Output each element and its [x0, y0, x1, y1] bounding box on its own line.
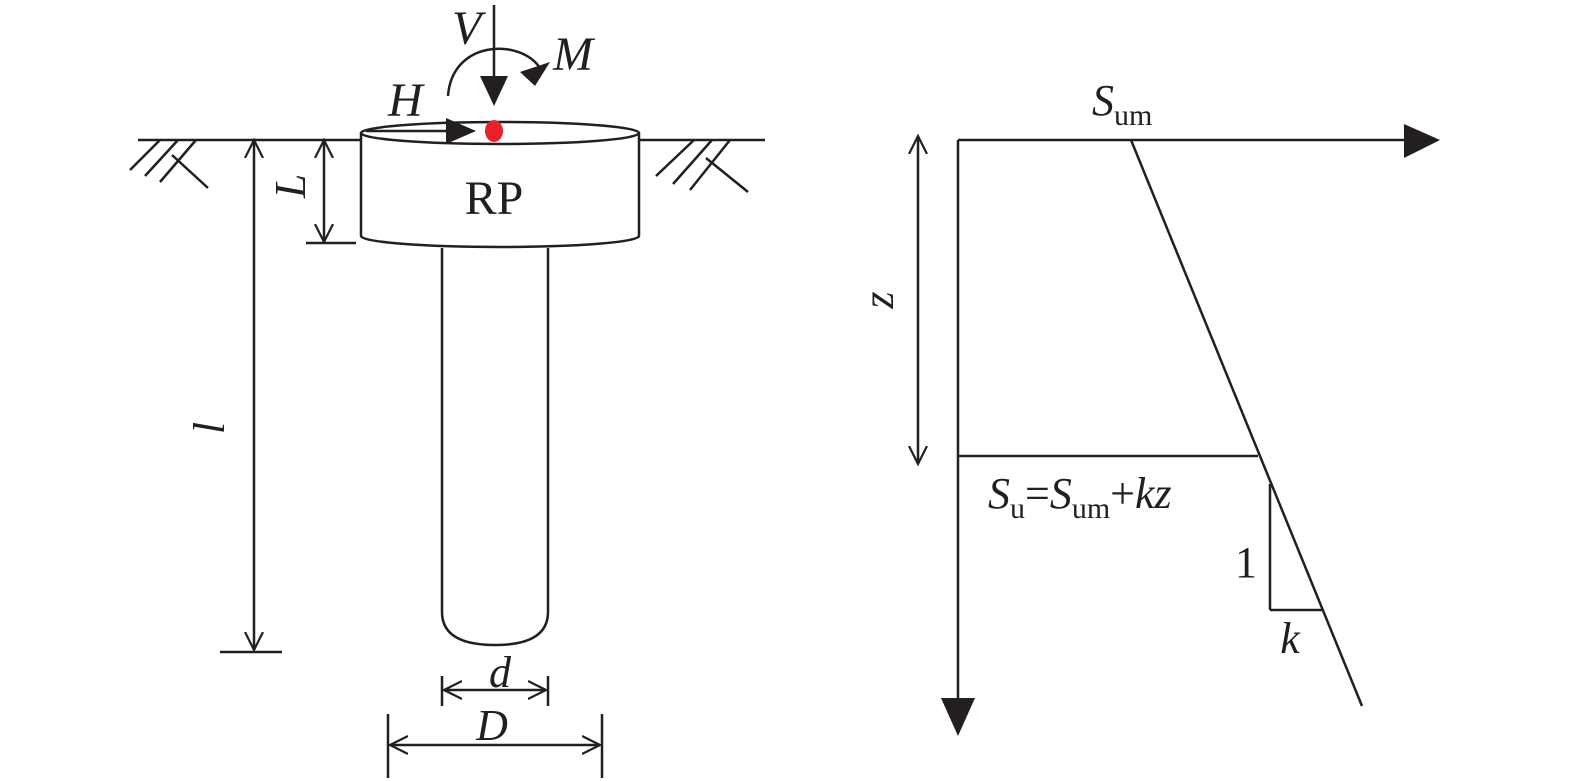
slope-rise-label: 1: [1235, 538, 1257, 587]
depth-dimension-label: z: [854, 291, 903, 309]
slope-triangle: [1268, 484, 1322, 612]
eq-equals: =: [1025, 469, 1050, 518]
pile-schematic: RP V M H L l d: [129, 2, 765, 778]
soil-hatch-right: [655, 139, 749, 193]
length-dimension-label: l: [185, 422, 234, 434]
load-point-marker: [485, 120, 503, 142]
eq-kz: kz: [1135, 469, 1172, 518]
pile-label: RP: [465, 172, 524, 225]
sum-label-sub: um: [1114, 99, 1152, 132]
pile-shaft: [440, 248, 550, 647]
sum-label: Sum: [1092, 76, 1152, 132]
sum-label-base: S: [1092, 76, 1114, 125]
strength-equation: Su=Sum+kz: [988, 469, 1172, 525]
pile-cap: [359, 120, 641, 249]
soil-hatch-left: [129, 139, 209, 189]
pile-diameter-dimension: d: [440, 648, 550, 706]
vertical-load-arrowhead: [480, 76, 508, 106]
slope-run-label: k: [1280, 614, 1301, 663]
eq-sum-sub: um: [1072, 492, 1110, 525]
strength-axis-arrowhead: [1404, 124, 1440, 158]
eq-su-base: S: [988, 469, 1010, 518]
moment-arrowhead: [520, 62, 550, 86]
skirt-dimension-label: L: [266, 174, 315, 199]
pile-diameter-label: d: [489, 648, 512, 697]
eq-sum-base: S: [1050, 469, 1072, 518]
strength-line: [1129, 139, 1364, 707]
horizontal-load-arrowhead: [446, 118, 476, 144]
depth-axis-arrowhead: [941, 698, 975, 736]
vertical-load-label: V: [452, 2, 486, 55]
cap-diameter-dimension: D: [386, 701, 604, 778]
cap-diameter-label: D: [475, 701, 508, 750]
moment-arc: [446, 47, 542, 97]
horizontal-load-label: H: [387, 74, 425, 127]
eq-su-sub: u: [1010, 492, 1025, 525]
length-dimension: l: [185, 140, 282, 654]
eq-plus: +: [1110, 469, 1135, 518]
strength-profile: Sum z Su=Sum+kz 1 k: [854, 76, 1440, 736]
moment-label: M: [552, 28, 596, 81]
skirt-dimension: L: [266, 140, 356, 245]
